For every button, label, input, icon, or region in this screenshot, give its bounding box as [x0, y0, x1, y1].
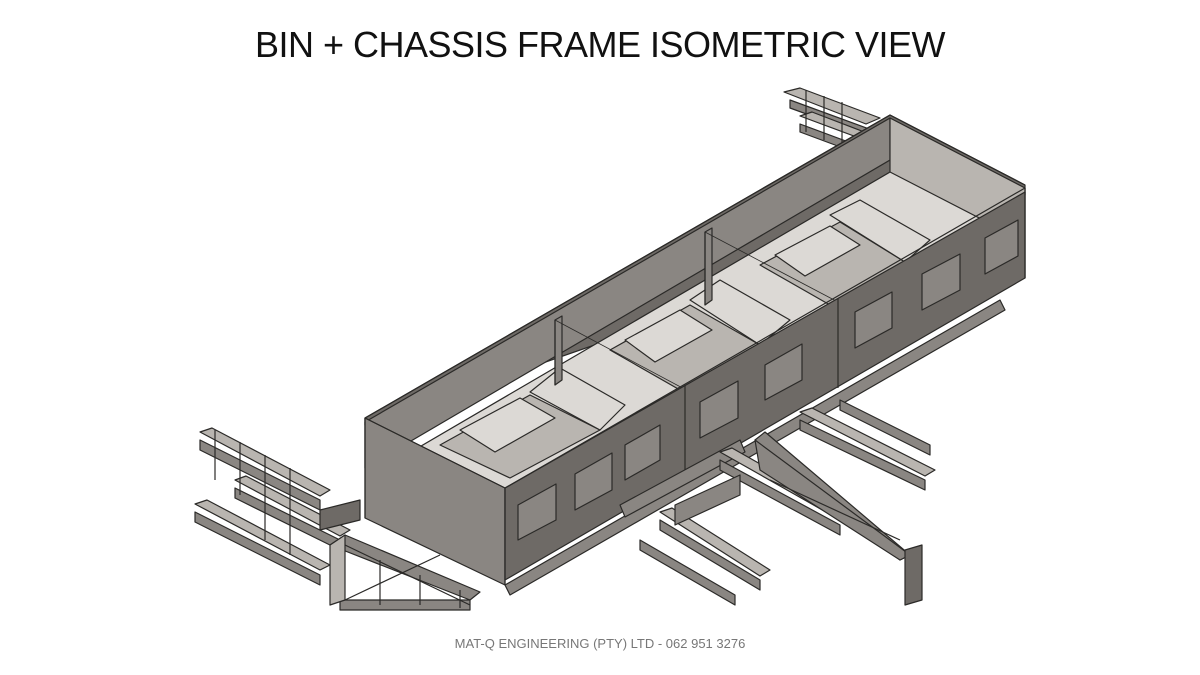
front-a-frame: [319, 499, 481, 611]
lower-chassis: [504, 299, 1006, 606]
company-footer: MAT-Q ENGINEERING (PTY) LTD - 062 951 32…: [454, 636, 746, 651]
bin-interior-floor: [379, 171, 1019, 536]
bin-front-wall: [364, 114, 1026, 586]
page-title: BIN + CHASSIS FRAME ISOMETRIC VIEW: [254, 24, 946, 65]
front-chassis-rails: [194, 427, 351, 586]
